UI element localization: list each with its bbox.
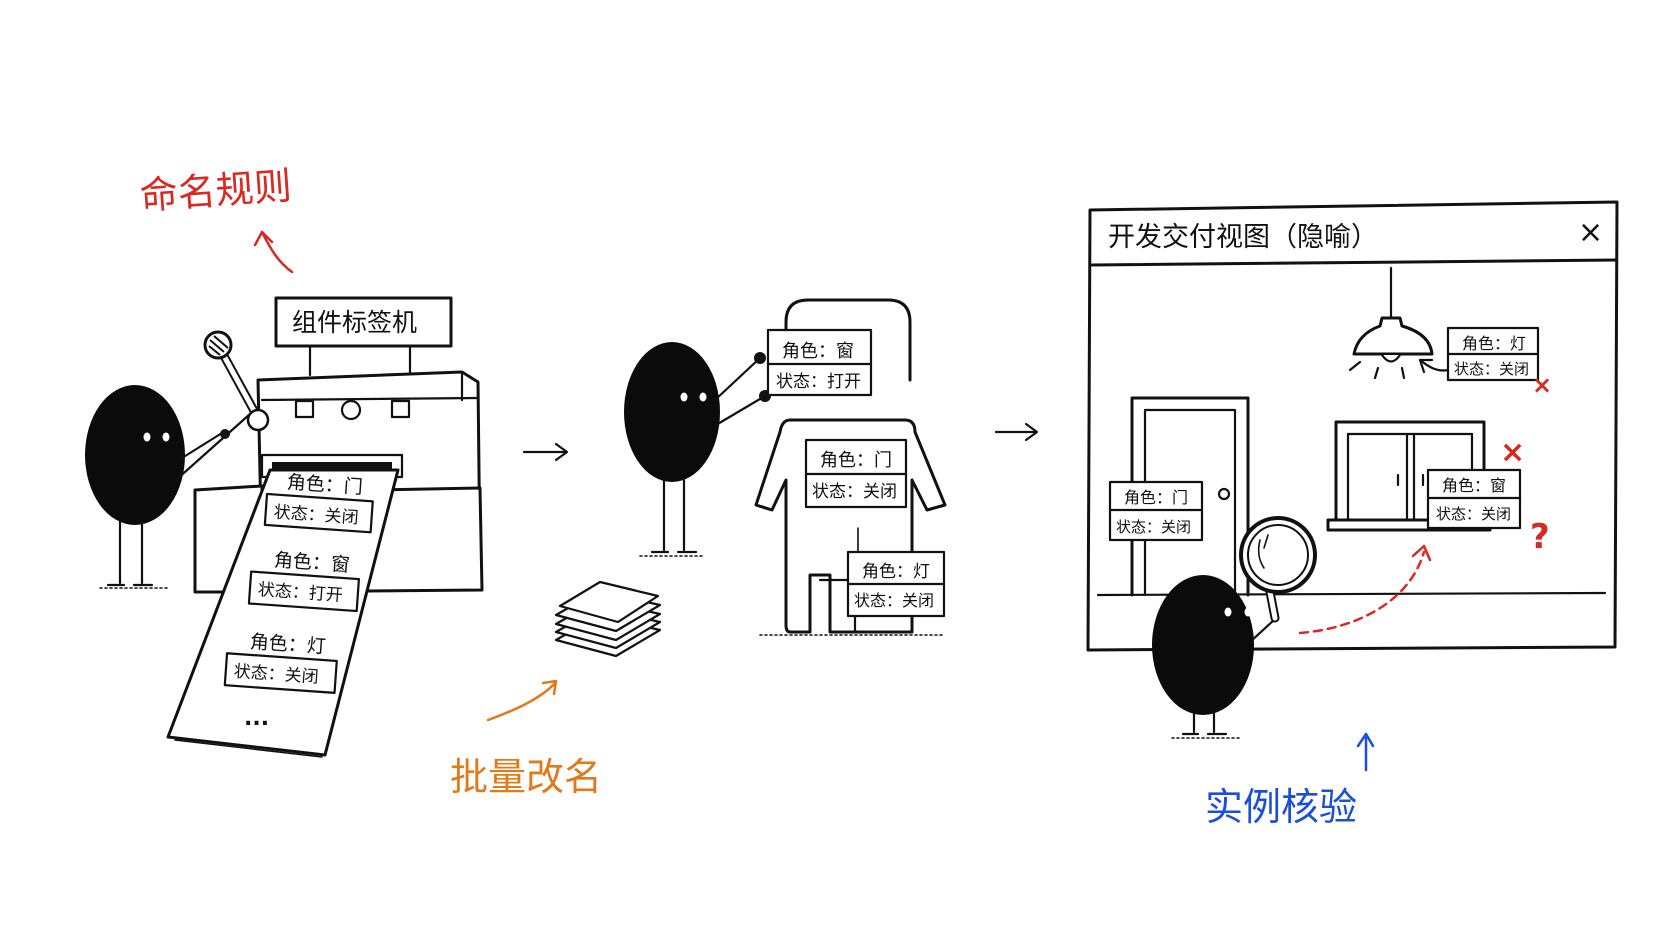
- caption-naming-rules: 命名规则: [138, 164, 293, 218]
- character-inspector: [1152, 575, 1276, 739]
- window-tag-window: 角色：窗 状态：关闭 ?: [1426, 468, 1550, 557]
- inspection-dashed-arrow: [1298, 550, 1426, 635]
- machine-round-button: [340, 399, 362, 421]
- paper-stack: [554, 580, 662, 658]
- window-tag-lamp: 角色：灯 状态：关闭 ×: [1446, 326, 1552, 399]
- paper-tag-2-role: 角色：窗: [273, 549, 350, 576]
- window-tag-window-role: 角色：窗: [1442, 476, 1506, 495]
- window-question-mark: ?: [1530, 517, 1550, 557]
- window-title: 开发交付视图（隐喻）: [1108, 222, 1378, 253]
- machine-sign: 组件标签机: [274, 296, 453, 377]
- paper-tag-1: 角色：门 状态：关闭: [263, 471, 374, 534]
- batch-rename-arrow: [486, 680, 558, 722]
- middle-tag-lamp-role: 角色：灯: [862, 562, 930, 582]
- middle-tag-lamp-state: 状态：关闭: [854, 591, 934, 610]
- machine-square-button-1: [294, 399, 315, 419]
- machine-square-button-2: [390, 399, 411, 419]
- middle-tag-window: 角色：窗 状态：打开: [766, 328, 873, 397]
- paper-ellipsis: ...: [244, 706, 269, 731]
- lever-knob: [203, 330, 233, 360]
- paper-tag-1-role: 角色：门: [286, 471, 363, 498]
- delivery-view-scene: 开发交付视图（隐喻） × 角色：灯 状态：关闭 ×: [1086, 200, 1619, 829]
- window-tag-door: 角色：门 状态：关闭: [1108, 480, 1204, 542]
- caption-instance-check: 实例核验: [1205, 785, 1357, 829]
- window-tag-door-state: 状态：关闭: [1116, 518, 1191, 536]
- middle-tag-window-state: 状态：打开: [776, 372, 861, 392]
- middle-tag-door-state: 状态：关闭: [812, 482, 897, 502]
- middle-tag-lamp: 角色：灯 状态：关闭: [846, 527, 946, 618]
- caption-batch-rename: 批量改名: [450, 755, 602, 799]
- machine-sign-text: 组件标签机: [292, 308, 417, 337]
- paper-tag-3-role: 角色：灯: [249, 631, 326, 658]
- flow-arrow-1: [522, 442, 569, 462]
- window-tag-lamp-role: 角色：灯: [1462, 334, 1526, 353]
- character-operator: [85, 385, 252, 589]
- window-tag-lamp-state: 状态：关闭: [1454, 360, 1529, 378]
- window-tag-door-role: 角色：门: [1124, 488, 1188, 507]
- window-close-icon[interactable]: ×: [1578, 215, 1603, 250]
- label-machine-scene: 命名规则 组件标签机: [85, 164, 484, 758]
- middle-tag-door-role: 角色：门: [820, 450, 892, 471]
- paper-tape: 角色：门 状态：关闭 角色：窗 状态：打开 角色：灯 状态：关闭 ...: [166, 468, 400, 758]
- lamp-tag-arrow: [1418, 358, 1450, 372]
- middle-tag-window-role: 角色：窗: [782, 341, 854, 362]
- house-window-x-mark: ×: [1500, 435, 1525, 470]
- magnifier-icon: [1239, 516, 1317, 623]
- naming-rules-arrow: [260, 230, 294, 274]
- middle-tag-door: 角色：门 状态：关闭: [804, 438, 908, 509]
- batch-rename-scene: 角色：窗 状态：打开 角色：门 状态：关闭 角色：灯 状态：关闭: [450, 298, 947, 799]
- character-renamer: [624, 342, 771, 557]
- window-tag-window-state: 状态：关闭: [1436, 505, 1511, 523]
- flow-arrow-2: [994, 422, 1039, 442]
- paper-tag-3: 角色：灯 状态：关闭: [223, 631, 338, 694]
- lamp: [1348, 266, 1434, 380]
- delivery-view-window: 开发交付视图（隐喻） ×: [1086, 200, 1619, 652]
- lamp-x-mark: ×: [1532, 371, 1552, 399]
